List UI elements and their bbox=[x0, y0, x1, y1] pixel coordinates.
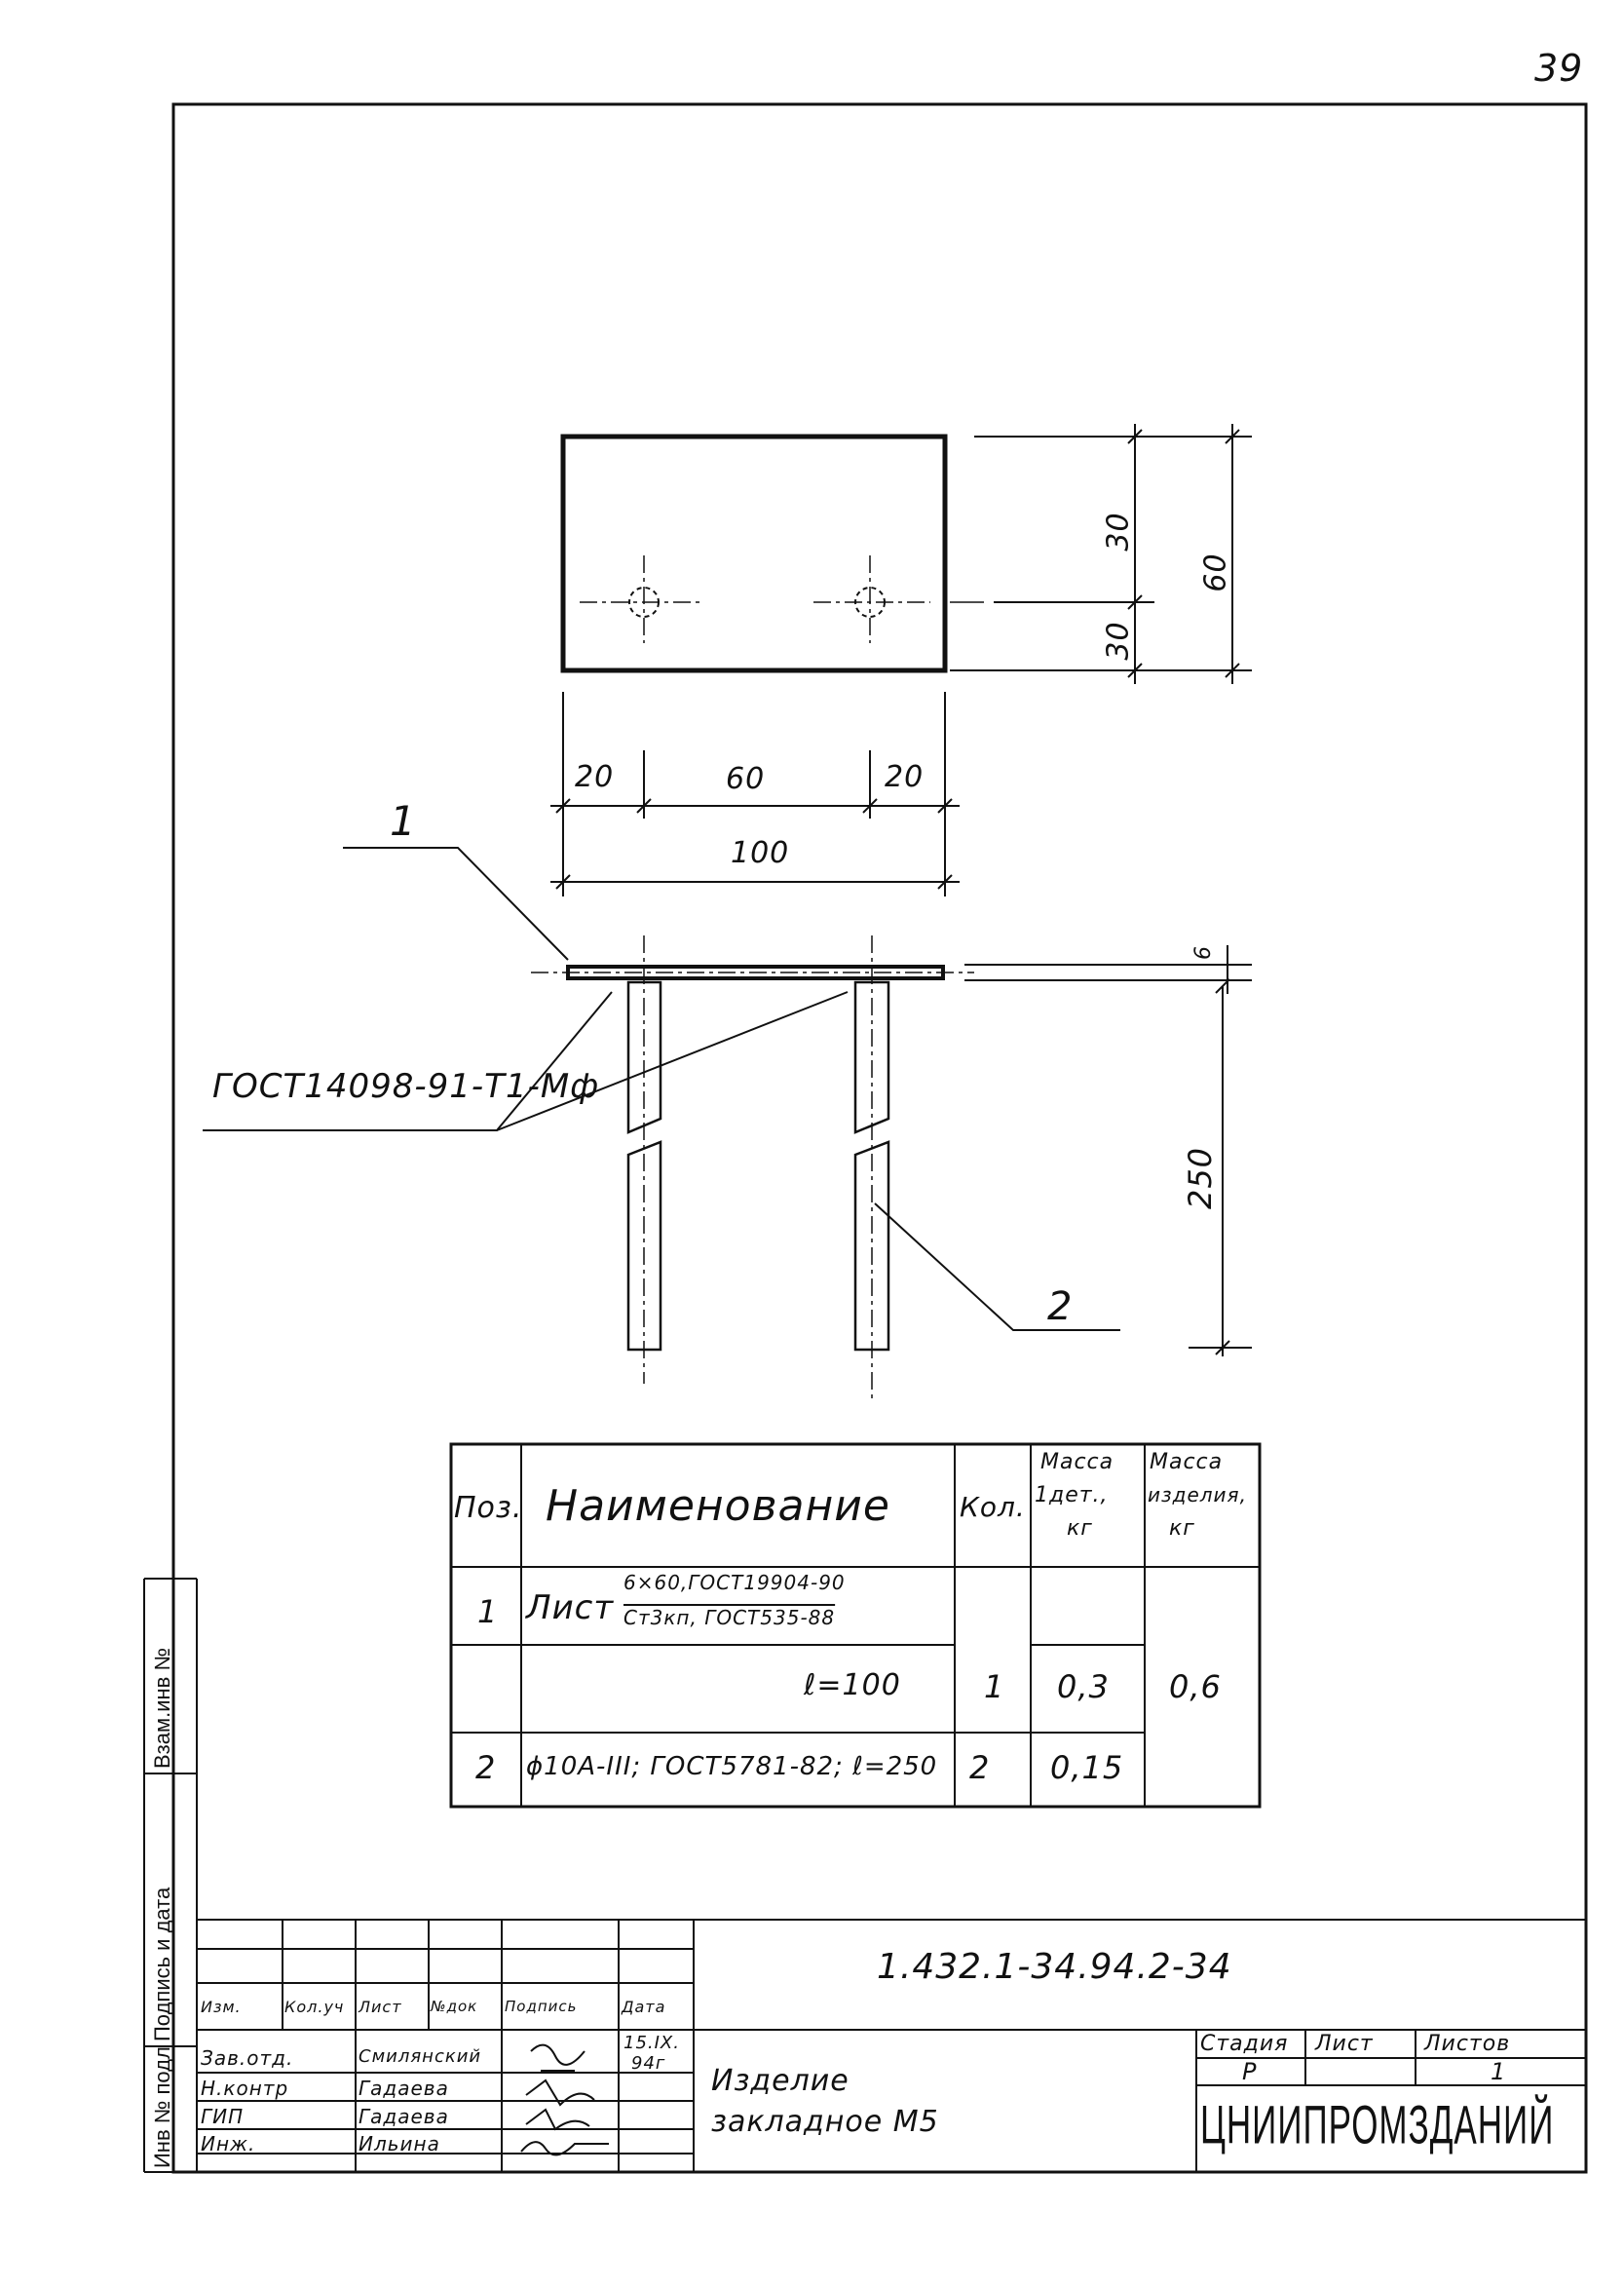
tb-role-0: Зав.отд. bbox=[201, 2046, 294, 2070]
spec-table-grid bbox=[449, 1442, 1262, 1809]
tb-role-2: ГИП bbox=[201, 2105, 245, 2128]
signature-inzh bbox=[520, 2141, 609, 2156]
plate-plan-view bbox=[560, 434, 948, 673]
tb-sheet-label: Лист bbox=[1315, 2032, 1374, 2056]
spec-row1-length: ℓ=100 bbox=[804, 1668, 901, 1702]
label-pos-2: 2 bbox=[1047, 1284, 1074, 1329]
signature-gip bbox=[525, 2108, 590, 2131]
tb-role-1: Н.контр bbox=[201, 2077, 289, 2100]
tb-header-izm: Изм. bbox=[201, 1998, 242, 2016]
leader-pos-1 bbox=[343, 847, 569, 961]
tb-date-1: 15.IX. bbox=[623, 2033, 680, 2053]
tb-name-0: Смилянский bbox=[359, 2046, 482, 2067]
label-pos-1: 1 bbox=[390, 797, 417, 845]
dim-half-height-top: 30 bbox=[1101, 512, 1136, 552]
spec-header-mass-item-2: изделия, bbox=[1148, 1483, 1247, 1506]
dim-total-height: 60 bbox=[1198, 553, 1233, 592]
tb-header-kol-uch: Кол.уч bbox=[284, 1998, 345, 2016]
spec-header-mass-part-3: кг bbox=[1067, 1516, 1093, 1541]
spec-row2-mass-part: 0,15 bbox=[1050, 1749, 1124, 1786]
signatures bbox=[520, 2043, 609, 2156]
leader-weld-right bbox=[496, 991, 849, 1131]
side-stamp-podpis-data: Подпись и дата bbox=[150, 1887, 174, 2041]
spec-row2-name: ϕ10А-III; ГОСТ5781-82; ℓ=250 bbox=[526, 1752, 938, 1781]
signature-zav-otd bbox=[530, 2043, 585, 2072]
signature-n-kontr bbox=[525, 2078, 595, 2107]
spec-row1-pos: 1 bbox=[477, 1593, 499, 1630]
tb-sheets-value: 1 bbox=[1491, 2058, 1507, 2085]
spec-row1-qty: 1 bbox=[984, 1668, 1005, 1705]
tb-stage-value: Р bbox=[1242, 2058, 1258, 2085]
bar-right-upper bbox=[853, 980, 890, 1134]
dim-half-height-bottom: 30 bbox=[1101, 621, 1136, 661]
side-stamp-inv-podl: Инв № подл bbox=[150, 2046, 174, 2168]
doc-code: 1.432.1-34.94.2-34 bbox=[877, 1947, 1232, 1987]
dim-edge-right: 20 bbox=[885, 760, 925, 794]
dim-edge-left: 20 bbox=[575, 760, 615, 794]
spec-row1-mass-item: 0,6 bbox=[1169, 1668, 1222, 1705]
spec-row1-name: Лист bbox=[526, 1588, 615, 1627]
spec-row2-qty: 2 bbox=[969, 1749, 991, 1786]
tb-stage-label: Стадия bbox=[1200, 2032, 1289, 2056]
spec-header-mass-part-1: Масса bbox=[1040, 1450, 1114, 1474]
tb-header-ndok: №док bbox=[431, 1998, 478, 2015]
tb-header-data: Дата bbox=[622, 1998, 666, 2016]
spec-row2-pos: 2 bbox=[475, 1749, 497, 1786]
sheet-frame bbox=[171, 102, 1588, 2174]
tb-sheets-label: Листов bbox=[1424, 2032, 1511, 2056]
spec-row1-mass-part: 0,3 bbox=[1057, 1668, 1110, 1705]
title-block-grid bbox=[197, 1919, 1586, 2172]
tb-name-2: Гадаева bbox=[359, 2105, 449, 2128]
label-weld-standard: ГОСТ14098-91-Т1-Мф bbox=[212, 1067, 600, 1106]
spec-header-mass-item-1: Масса bbox=[1150, 1450, 1224, 1474]
tb-role-3: Инж. bbox=[201, 2132, 256, 2155]
tb-title-line2: закладное М5 bbox=[711, 2105, 939, 2139]
spec-header-pos: Поз. bbox=[454, 1491, 523, 1525]
spec-header-name: Наименование bbox=[546, 1481, 890, 1531]
spec-row1-name-top: 6×60,ГОСТ19904-90 bbox=[623, 1571, 846, 1594]
page-number: 39 bbox=[1534, 47, 1584, 90]
tb-name-3: Ильина bbox=[359, 2132, 440, 2155]
spec-header-mass-part-2: 1дет., bbox=[1035, 1483, 1109, 1507]
tb-name-1: Гадаева bbox=[359, 2077, 449, 2100]
dim-plate-thickness: 6 bbox=[1191, 945, 1216, 960]
spec-row1-name-bottom: Ст3кп, ГОСТ535-88 bbox=[623, 1606, 836, 1629]
bar-right-lower bbox=[853, 1140, 890, 1352]
bar-left-upper bbox=[626, 980, 662, 1134]
tb-header-podpis: Подпись bbox=[505, 1998, 578, 2015]
spec-header-mass-item-3: кг bbox=[1169, 1516, 1195, 1541]
side-stamp-vzam-inv: Взам.инв № bbox=[150, 1647, 174, 1769]
dim-bar-length: 250 bbox=[1182, 1146, 1220, 1210]
dim-hole-spacing: 60 bbox=[726, 762, 766, 796]
tb-date-2: 94г bbox=[631, 2053, 666, 2074]
spec-header-qty: Кол. bbox=[960, 1491, 1026, 1523]
bar-left-lower bbox=[626, 1140, 662, 1352]
tb-organization: ЦНИИПРОМЗДАНИЙ bbox=[1200, 2095, 1555, 2156]
leader-pos-2 bbox=[874, 1202, 1120, 1331]
dim-total-width: 100 bbox=[731, 836, 790, 870]
tb-header-list: Лист bbox=[359, 1998, 402, 2016]
tb-title-line1: Изделие bbox=[711, 2064, 850, 2098]
